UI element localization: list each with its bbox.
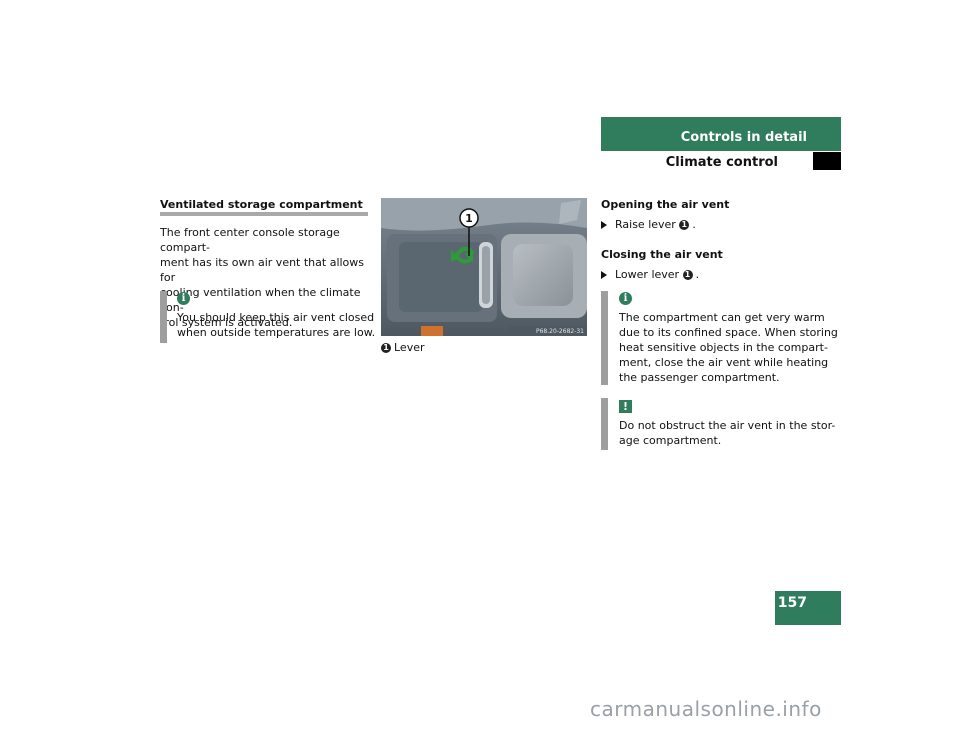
text-line: The compartment can get very warm bbox=[619, 311, 825, 324]
page-number: 157 bbox=[777, 595, 807, 611]
info-note: You should keep this air vent closed whe… bbox=[177, 310, 377, 340]
bullet-icon bbox=[601, 271, 607, 279]
section-title: Controls in detail bbox=[680, 130, 807, 145]
step-text: Lower lever bbox=[615, 268, 680, 281]
lever-number: 1 bbox=[682, 270, 693, 280]
lever-number: 1 bbox=[679, 220, 690, 230]
console-photo: 1 P68.20-2682-31 bbox=[381, 198, 587, 336]
text-line: age compartment. bbox=[619, 434, 722, 447]
subsection-header: Climate control bbox=[600, 151, 810, 175]
text-line: You should keep this air vent closed bbox=[177, 311, 375, 324]
figure-code: P68.20-2682-31 bbox=[536, 328, 584, 335]
warning-icon: ! bbox=[619, 400, 632, 413]
text-line: The front center console storage compart… bbox=[160, 226, 340, 254]
page-number-box: 157 bbox=[775, 591, 841, 625]
subsection-marker bbox=[813, 152, 841, 170]
intro-paragraph: The front center console storage compart… bbox=[160, 225, 375, 330]
step-text: Raise lever bbox=[615, 218, 676, 231]
opening-step: Raise lever 1. bbox=[601, 218, 696, 231]
warning-note: Do not obstruct the air vent in the stor… bbox=[619, 418, 839, 448]
watermark: carmanualsonline.info bbox=[590, 697, 822, 721]
section-heading: Ventilated storage compartment bbox=[160, 198, 363, 211]
subsection-title: Climate control bbox=[665, 155, 778, 170]
text-line: the passenger compartment. bbox=[619, 371, 780, 384]
section-header: Controls in detail bbox=[601, 117, 841, 151]
info-note: The compartment can get very warm due to… bbox=[619, 310, 839, 385]
info-icon: i bbox=[177, 292, 190, 305]
callout-number: 1 bbox=[465, 212, 473, 225]
text-line: when outside temperatures are low. bbox=[177, 326, 376, 339]
warning-bar bbox=[601, 398, 608, 450]
text-line: ment has its own air vent that allows fo… bbox=[160, 256, 365, 284]
console-illustration: 1 P68.20-2682-31 bbox=[381, 198, 587, 336]
text-line: Do not obstruct the air vent in the stor… bbox=[619, 419, 836, 432]
closing-heading: Closing the air vent bbox=[601, 248, 723, 261]
text-line: heat sensitive objects in the compart- bbox=[619, 341, 828, 354]
closing-step: Lower lever 1. bbox=[601, 268, 699, 281]
opening-heading: Opening the air vent bbox=[601, 198, 730, 211]
bullet-icon bbox=[601, 221, 607, 229]
note-bar bbox=[160, 291, 167, 343]
note-bar bbox=[601, 291, 608, 385]
caption-number: 1 bbox=[381, 343, 391, 353]
info-icon: i bbox=[619, 292, 632, 305]
text-line: ment, close the air vent while heating bbox=[619, 356, 829, 369]
text-line: due to its confined space. When storing bbox=[619, 326, 838, 339]
heading-rule bbox=[160, 212, 368, 216]
caption-text: Lever bbox=[394, 341, 425, 354]
text-line: trol system is activated. bbox=[160, 316, 293, 329]
